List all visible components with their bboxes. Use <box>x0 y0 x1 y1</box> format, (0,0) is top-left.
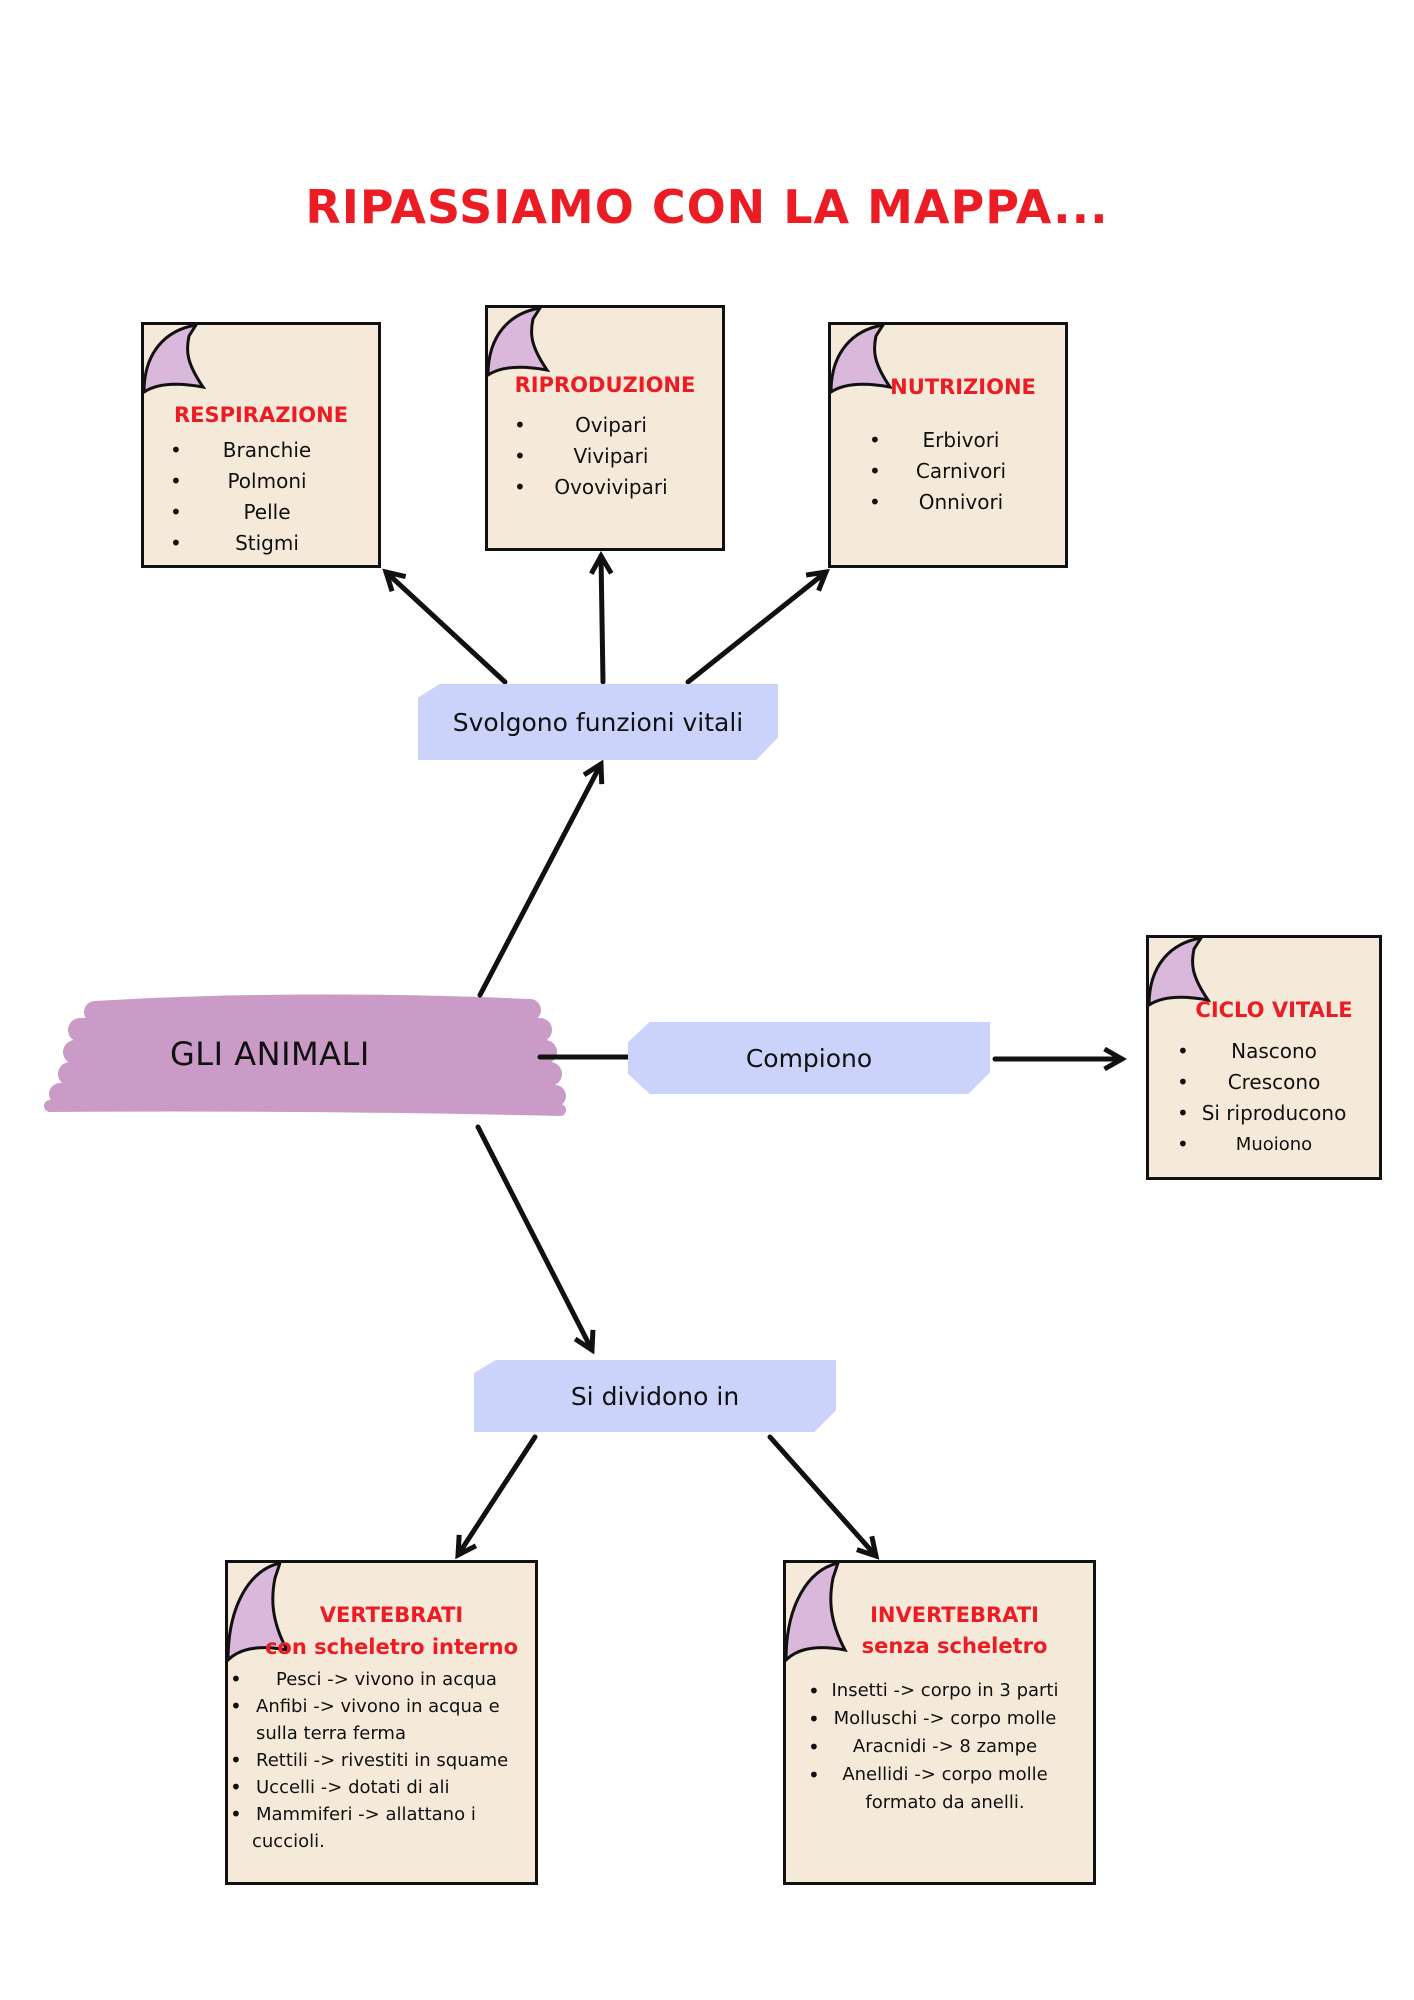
card-list: Ovipari Vivipari Ovovivipari <box>514 410 706 503</box>
card-list: Insetti -> corpo in 3 parti Molluschi ->… <box>808 1677 1080 1817</box>
list-item: Carnivori <box>869 456 1051 487</box>
page-curl-icon <box>226 1560 290 1664</box>
list-item: Insetti -> corpo in 3 parti <box>808 1677 1080 1705</box>
card-title: CICLO VITALE <box>1195 998 1353 1022</box>
connector-dividono: Si dividono in <box>474 1360 836 1432</box>
arrow-to-nutrizione <box>685 568 830 685</box>
card-title: RIPRODUZIONE <box>514 373 696 397</box>
list-item: Ovipari <box>514 410 706 441</box>
connector-label: Si dividono in <box>570 1381 740 1411</box>
center-highlight <box>44 994 566 1116</box>
arrow-to-dividono <box>475 1124 596 1355</box>
card-subtitle: senza scheletro <box>861 1634 1048 1658</box>
card-respirazione: RESPIRAZIONE Branchie Polmoni Pelle Stig… <box>141 322 381 568</box>
card-title: RESPIRAZIONE <box>173 403 349 427</box>
connector-compiono: Compiono <box>628 1022 990 1094</box>
list-item: Mammiferi -> allattano i <box>226 1801 536 1828</box>
list-item: Stigmi <box>170 528 362 559</box>
card-title: INVERTEBRATI <box>870 1603 1039 1627</box>
connector-label: Svolgono funzioni vitali <box>452 707 744 737</box>
card-title: NUTRIZIONE <box>890 375 1036 399</box>
page-curl-icon <box>142 322 207 395</box>
page-title: RIPASSIAMO CON LA MAPPA... <box>305 180 1109 234</box>
card-list: Nascono Crescono Si riproducono Muoiono <box>1177 1036 1369 1160</box>
connector-svolgono: Svolgono funzioni vitali <box>418 684 778 760</box>
list-item-continuation: sulla terra ferma <box>256 1723 406 1744</box>
arrow-to-respirazione <box>382 568 508 685</box>
list-item: Nascono <box>1177 1036 1369 1067</box>
card-list: Pesci -> vivono in acqua Anfibi -> vivon… <box>226 1666 536 1855</box>
card-subtitle: con scheletro interno <box>264 1635 518 1659</box>
card-title: VERTEBRATI <box>319 1603 464 1627</box>
list-item: Vivipari <box>514 441 706 472</box>
page-curl-icon <box>486 305 551 378</box>
list-item: Pesci -> vivono in acqua <box>226 1666 536 1693</box>
list-item: Rettili -> rivestiti in squame <box>226 1747 536 1774</box>
list-item: Molluschi -> corpo molle <box>808 1705 1080 1733</box>
list-item: Uccelli -> dotati di ali <box>226 1774 536 1801</box>
connector-label: Compiono <box>745 1043 873 1073</box>
arrows <box>382 550 1128 1560</box>
list-item-continuation: cuccioli. <box>252 1831 325 1852</box>
list-item: Polmoni <box>170 466 362 497</box>
card-vertebrati: VERTEBRATI con scheletro interno Pesci -… <box>225 1560 538 1885</box>
center-node-label: GLI ANIMALI <box>170 1035 370 1073</box>
list-item: Anellidi -> corpo molle <box>808 1761 1080 1789</box>
card-list: Branchie Polmoni Pelle Stigmi <box>170 435 362 559</box>
arrow-to-vertebrati <box>455 1434 538 1560</box>
card-invertebrati: INVERTEBRATI senza scheletro Insetti -> … <box>783 1560 1096 1885</box>
list-item: Ovovivipari <box>514 472 706 503</box>
list-item: Muoiono <box>1177 1129 1369 1160</box>
page-curl-icon <box>1147 935 1212 1008</box>
card-nutrizione: NUTRIZIONE Erbivori Carnivori Onnivori <box>828 322 1068 568</box>
arrow-to-invertebrati <box>767 1434 880 1560</box>
list-item: Anfibi -> vivono in acqua e <box>226 1693 536 1720</box>
list-item: Pelle <box>170 497 362 528</box>
card-riproduzione: RIPRODUZIONE Ovipari Vivipari Ovovivipar… <box>485 305 725 551</box>
list-item-continuation: formato da anelli. <box>865 1792 1025 1813</box>
list-item: Aracnidi -> 8 zampe <box>808 1733 1080 1761</box>
list-item: Crescono <box>1177 1067 1369 1098</box>
card-list: Erbivori Carnivori Onnivori <box>869 425 1051 518</box>
list-item: Branchie <box>170 435 362 466</box>
list-item: Erbivori <box>869 425 1051 456</box>
page-curl-icon <box>784 1560 848 1664</box>
arrow-to-svolgono <box>477 759 605 998</box>
card-ciclo-vitale: CICLO VITALE Nascono Crescono Si riprodu… <box>1146 935 1382 1180</box>
list-item: Onnivori <box>869 487 1051 518</box>
arrow-to-riproduzione <box>589 550 614 685</box>
page-curl-icon <box>829 322 894 395</box>
list-item: Si riproducono <box>1177 1098 1369 1129</box>
